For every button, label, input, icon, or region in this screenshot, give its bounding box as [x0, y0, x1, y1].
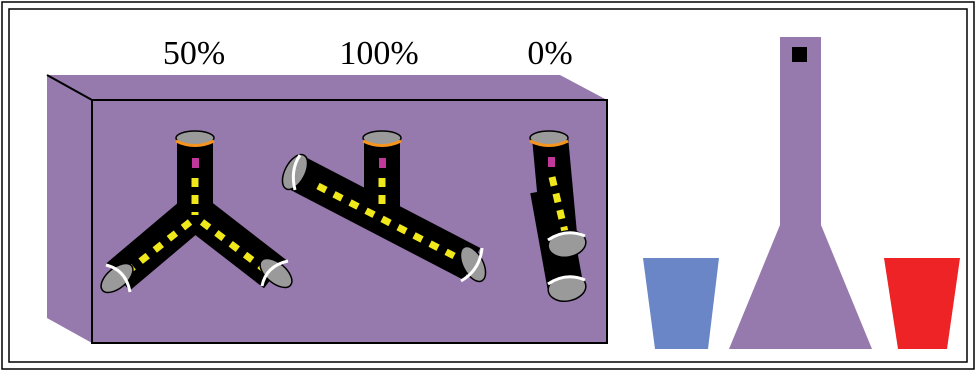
orange-rim [529, 139, 569, 147]
dash-line-left [119, 219, 193, 279]
white-rim-right [260, 259, 289, 287]
flask-body [729, 37, 872, 349]
box-top-face [47, 75, 607, 100]
red-cup [884, 258, 960, 349]
percent-label-middle: 100% [339, 35, 418, 72]
orange-rim [362, 139, 402, 147]
purple-box [46, 74, 608, 344]
purple-flask [729, 37, 872, 349]
box-edge [46, 74, 93, 101]
end-cap-lower [547, 274, 587, 302]
box-side-face [47, 75, 92, 343]
junction-right [529, 130, 587, 302]
percent-label-right: 0% [527, 35, 572, 72]
end-cap-right [259, 257, 293, 289]
white-rim-upper [547, 231, 586, 242]
flask-black-square [792, 47, 807, 62]
blue-cup [643, 258, 719, 349]
inlet-mark [548, 157, 555, 167]
dash-line-right [199, 219, 271, 275]
orange-rim [175, 139, 215, 147]
percent-label-left: 50% [163, 35, 225, 72]
end-cap-left [100, 262, 134, 294]
junction-middle [281, 130, 487, 283]
junction-left [100, 130, 293, 294]
dash-line-long [316, 182, 464, 264]
white-rim-left [291, 154, 302, 191]
inner-frame [8, 8, 968, 363]
inlet-mark [379, 158, 386, 168]
end-cap-upper [547, 230, 587, 258]
white-rim-left [105, 263, 132, 293]
white-rim-right [460, 247, 484, 283]
white-rim-lower [547, 275, 586, 286]
inlet-mark [192, 158, 199, 168]
